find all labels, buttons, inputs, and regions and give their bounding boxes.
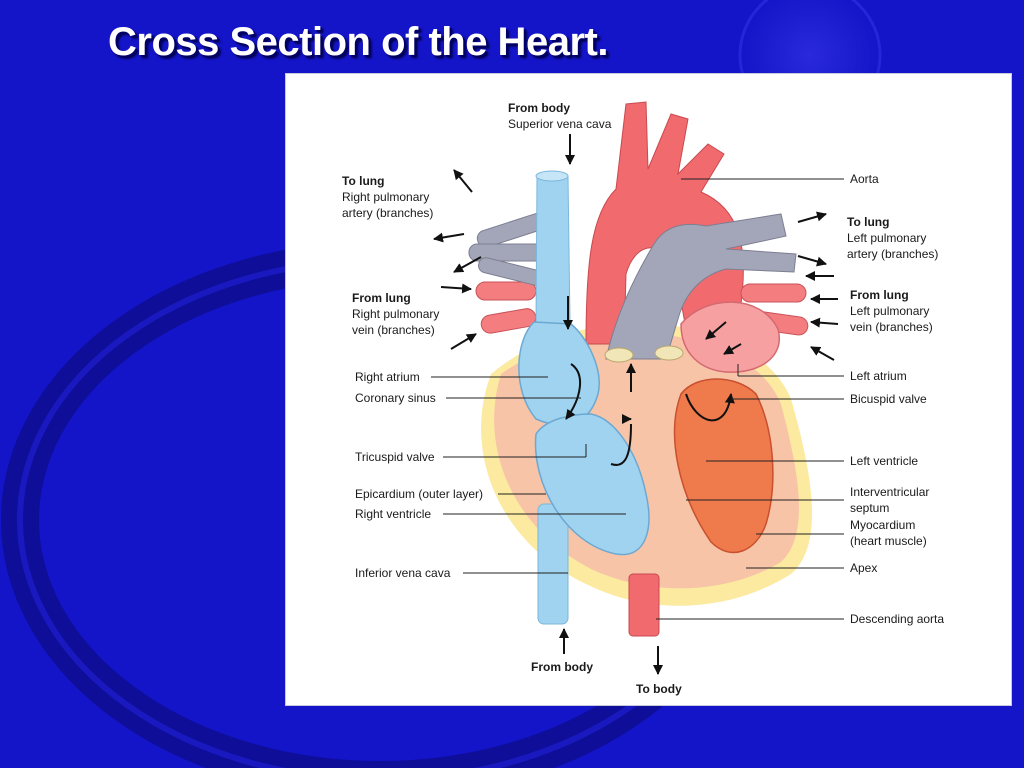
left-atrium: [680, 301, 781, 373]
label-right-pulmonary-artery-2: artery (branches): [342, 206, 433, 220]
superior-vena-cava: [535, 175, 571, 325]
label-left-pulmonary-vein-1: Left pulmonary: [850, 304, 929, 318]
label-from-lung-right: From lung: [352, 291, 411, 305]
descending-aorta: [628, 573, 660, 637]
label-to-lung-left: To lung: [847, 215, 889, 229]
label-bicuspid-valve: Bicuspid valve: [850, 392, 927, 406]
label-descending-aorta: Descending aorta: [850, 612, 944, 626]
label-right-pulmonary-vein-2: vein (branches): [352, 323, 435, 337]
label-interventricular-1: Interventricular: [850, 485, 929, 499]
left-ventricle: [673, 378, 774, 554]
label-to-body: To body: [636, 682, 682, 696]
label-right-atrium: Right atrium: [355, 370, 420, 384]
label-epicardium: Epicardium (outer layer): [355, 487, 483, 501]
label-right-pulmonary-artery-1: Right pulmonary: [342, 190, 429, 204]
label-myocardium-1: Myocardium: [850, 518, 915, 532]
blood-flow-arrows: [433, 134, 839, 675]
label-from-lung-left: From lung: [850, 288, 909, 302]
label-aorta: Aorta: [850, 172, 879, 186]
label-to-lung-right: To lung: [342, 174, 384, 188]
label-right-pulmonary-vein-1: Right pulmonary: [352, 307, 439, 321]
label-right-ventricle: Right ventricle: [355, 507, 431, 521]
label-myocardium-2: (heart muscle): [850, 534, 927, 548]
label-tricuspid-valve: Tricuspid valve: [355, 450, 435, 464]
label-left-ventricle: Left ventricle: [850, 454, 918, 468]
label-coronary-sinus: Coronary sinus: [355, 391, 436, 405]
leader-lines: [431, 178, 844, 620]
label-from-body-bottom: From body: [531, 660, 593, 674]
slide-title: Cross Section of the Heart.: [108, 20, 608, 64]
pulmonary-trunk: [605, 213, 797, 360]
label-left-atrium: Left atrium: [850, 369, 907, 383]
right-pulmonary-artery: [468, 213, 548, 286]
label-interventricular-2: septum: [850, 501, 889, 515]
label-inferior-vena-cava: Inferior vena cava: [355, 566, 451, 580]
label-left-pulmonary-artery-2: artery (branches): [847, 247, 938, 261]
label-left-pulmonary-artery-1: Left pulmonary: [847, 231, 926, 245]
label-apex: Apex: [850, 561, 877, 575]
heart-diagram: From body Superior vena cava To lung Rig…: [342, 101, 944, 696]
right-pulmonary-vein-upper: [475, 281, 537, 301]
label-superior-vena-cava: Superior vena cava: [508, 117, 612, 131]
inferior-vena-cava: [537, 503, 569, 625]
heart-diagram-panel: From body Superior vena cava To lung Rig…: [285, 73, 1012, 706]
label-left-pulmonary-vein-2: vein (branches): [850, 320, 933, 334]
label-from-body-top: From body: [508, 101, 570, 115]
